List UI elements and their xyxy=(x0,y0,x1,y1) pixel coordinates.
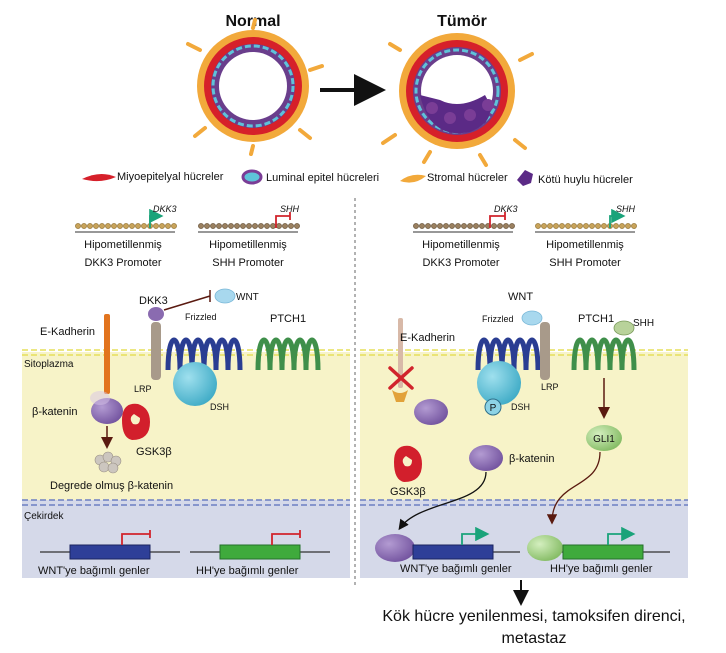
gli1-label: GLI1 xyxy=(593,434,615,445)
ptch1-label-left: PTCH1 xyxy=(270,313,306,325)
lrp-receptor-left xyxy=(151,322,161,380)
stromal-cell-icon xyxy=(400,174,426,183)
promoter-name-right-dkk3: DKK3 Promoter xyxy=(422,257,499,269)
promoter-dkk3-right xyxy=(413,212,515,233)
shh-ligand-right xyxy=(613,320,635,336)
promoter-shh-right xyxy=(535,208,637,233)
dsh-left xyxy=(173,362,217,406)
dkk3-protein-left xyxy=(148,307,164,321)
phosphate-mark xyxy=(484,398,502,416)
cytoplasm-label: Sitoplazma xyxy=(24,359,74,370)
promoter-name-left-dkk3: DKK3 Promoter xyxy=(84,257,161,269)
tumor-duct-image xyxy=(381,33,534,167)
beta-catenin-translocating xyxy=(469,445,503,471)
legend-label-luminal: Luminal epitel hücreleri xyxy=(266,172,379,184)
gli1-right xyxy=(586,425,622,451)
gene-label-shh-left: SHH xyxy=(280,204,300,214)
promoter-shh-left xyxy=(198,212,300,233)
ptch1-label-right: PTCH1 xyxy=(578,313,614,325)
promoter-name-right-shh: SHH Promoter xyxy=(549,257,621,269)
luminal-cell-icon xyxy=(241,169,263,185)
hh-gene-right xyxy=(562,544,644,560)
promoter-hypo-label-right-shh: Hipometillenmiş xyxy=(546,239,624,251)
legend-label-stromal: Stromal hücreler xyxy=(427,172,508,184)
normal-duct-image xyxy=(186,18,324,156)
wnt-gene-left xyxy=(69,544,151,560)
ptch1-receptor-right xyxy=(571,337,637,371)
legend-label-malignant: Kötü huylu hücreler xyxy=(538,174,633,186)
degraded-beta-catenin-label: Degrede olmuş β-katenin xyxy=(50,480,173,492)
dsh-label-left: DSH xyxy=(210,402,229,412)
hh-genes-label-left: HH'ye bağımlı genler xyxy=(196,565,299,577)
gene-label-dkk3-right: DKK3 xyxy=(494,204,518,214)
wnt-ligand-left xyxy=(214,288,236,304)
e-cadherin-label-left: E-Kadherin xyxy=(40,326,95,338)
gene-label-shh-right: SHH xyxy=(616,204,636,214)
wnt-ligand-right xyxy=(521,310,543,326)
wnt-gene-right xyxy=(412,544,494,560)
hh-gene-left xyxy=(219,544,301,560)
promoter-dkk3-left xyxy=(75,208,177,233)
gsk3b-left xyxy=(122,403,150,440)
gsk3b-label-left: GSK3β xyxy=(136,446,172,458)
e-cadherin-loss-mark xyxy=(388,366,414,390)
promoter-name-left-shh: SHH Promoter xyxy=(212,257,284,269)
outcome-line-2: metastaz xyxy=(502,630,567,647)
beta-catenin-free-right xyxy=(414,399,448,425)
dkk3-label-left: DKK3 xyxy=(139,295,168,307)
shh-label-right: SHH xyxy=(633,318,654,329)
promoter-hypo-label-left-shh: Hipometillenmiş xyxy=(209,239,287,251)
wnt-label-left: WNT xyxy=(236,292,259,303)
wnt-gene-active-mark xyxy=(461,526,490,545)
beta-catenin-label-right: β-katenin xyxy=(509,453,554,465)
hh-gene-repressed-mark xyxy=(271,530,301,545)
wnt-genes-label-left: WNT'ye bağımlı genler xyxy=(38,565,150,577)
phosphate-label: P xyxy=(490,403,497,414)
wnt-gene-repressed-mark xyxy=(121,530,151,545)
frizzled-receptor-right xyxy=(475,337,541,371)
ptch1-receptor-left xyxy=(255,337,321,371)
frizzled-label-left: Frizzled xyxy=(185,312,217,322)
lrp-receptor-right xyxy=(540,322,550,380)
gene-label-dkk3-left: DKK3 xyxy=(153,204,177,214)
promoter-hypo-label-left-dkk3: Hipometillenmiş xyxy=(84,239,162,251)
nucleus-left xyxy=(22,500,350,578)
gli1-nuclear-arrow xyxy=(546,451,601,525)
myoepithelial-cell-icon xyxy=(82,173,116,182)
lrp-label-right: LRP xyxy=(541,382,559,392)
hh-genes-label-right: HH'ye bağımlı genler xyxy=(550,563,653,575)
title-tumor: Tümör xyxy=(437,13,487,30)
gsk3b-label-right: GSK3β xyxy=(390,486,426,498)
outcome-line-1: Kök hücre yenilenmesi, tamoksifen direnc… xyxy=(382,608,685,625)
promoter-hypo-label-right-dkk3: Hipometillenmiş xyxy=(422,239,500,251)
lrp-label-left: LRP xyxy=(134,384,152,394)
beta-catenin-label-left: β-katenin xyxy=(32,406,77,418)
legend: Miyoepitelyal hücreler Luminal epitel hü… xyxy=(82,169,633,186)
malignant-cell-icon xyxy=(517,170,533,186)
nucleus-label: Çekirdek xyxy=(24,511,64,522)
beta-catenin-nuclear xyxy=(375,534,415,562)
wnt-genes-label-right: WNT'ye bağımlı genler xyxy=(400,563,512,575)
dsh-right xyxy=(477,361,521,405)
dsh-label-right: DSH xyxy=(511,402,530,412)
legend-label-myoepithelial: Miyoepitelyal hücreler xyxy=(117,171,224,183)
degraded-beta-catenin xyxy=(94,451,122,474)
e-cadherin-receptor-right xyxy=(398,318,403,388)
gli1-nuclear xyxy=(527,535,563,561)
e-cadherin-label-right: E-Kadherin xyxy=(400,332,455,344)
beta-catenin-nuclear-arrow xyxy=(398,471,487,531)
gsk3b-right xyxy=(394,445,422,482)
hh-gene-active-mark xyxy=(607,526,636,545)
frizzled-label-right: Frizzled xyxy=(482,314,514,324)
e-cadherin-cleaved-fragment xyxy=(392,390,408,402)
wnt-label-right: WNT xyxy=(508,291,533,303)
e-cadherin-receptor-left xyxy=(104,314,110,394)
